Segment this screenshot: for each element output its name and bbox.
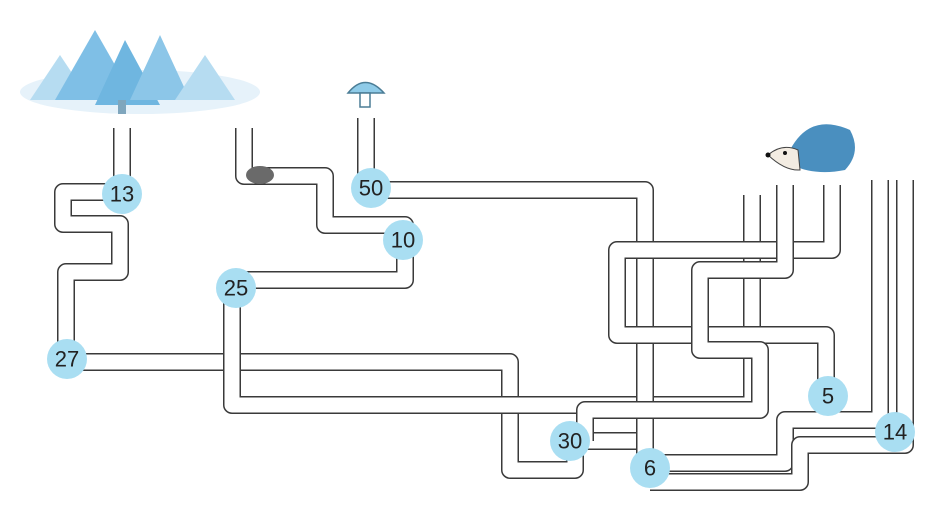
badge-13-label: 13 (110, 182, 134, 207)
path-hedgehog-a[interactable] (608, 185, 841, 395)
badge-25-label: 25 (224, 276, 248, 301)
maze-paths (54, 118, 914, 491)
badge-50-label: 50 (359, 176, 383, 201)
snowy-forest-icon (20, 30, 260, 114)
stone-icon (246, 166, 274, 184)
path-hedgehog-b[interactable] (576, 185, 794, 441)
number-badges: 13 50 10 25 27 5 30 6 (47, 168, 915, 488)
badge-6[interactable]: 6 (630, 448, 670, 488)
badge-13[interactable]: 13 (102, 174, 142, 214)
path-right-b[interactable] (650, 180, 914, 491)
badge-5-label: 5 (822, 384, 834, 409)
badge-5[interactable]: 5 (808, 376, 848, 416)
mushroom-icon (346, 81, 386, 108)
path-forest[interactable] (54, 128, 640, 479)
badge-14[interactable]: 14 (875, 412, 915, 452)
hedgehog-icon (765, 124, 855, 173)
badge-27-label: 27 (55, 347, 79, 372)
badge-14-label: 14 (883, 420, 907, 445)
badge-25[interactable]: 25 (216, 268, 256, 308)
badge-30-label: 30 (558, 429, 582, 454)
badge-27[interactable]: 27 (47, 339, 87, 379)
badge-30[interactable]: 30 (550, 421, 590, 461)
badge-50[interactable]: 50 (351, 168, 391, 208)
path-right-a[interactable] (650, 180, 889, 472)
badge-10-label: 10 (391, 228, 415, 253)
badge-6-label: 6 (644, 456, 656, 481)
badge-10[interactable]: 10 (383, 220, 423, 260)
